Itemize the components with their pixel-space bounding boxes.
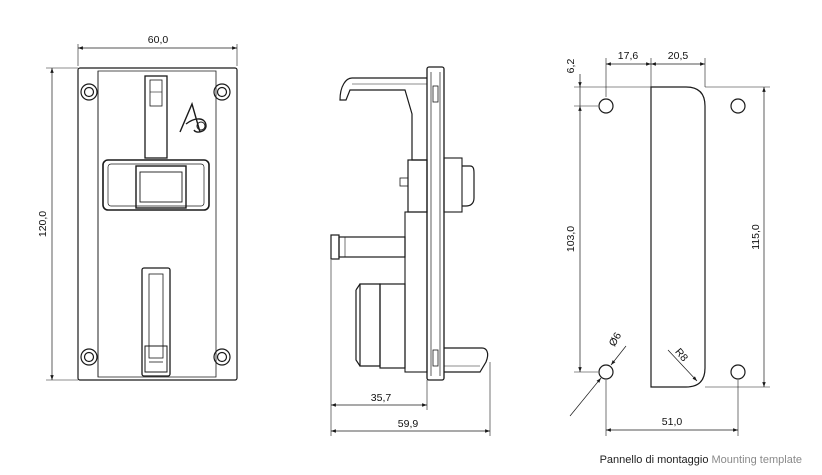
caption-english: Mounting template [711,454,803,466]
template-hole-diameter-label: Ø6 [607,330,624,348]
template-hole-icon [730,98,746,114]
front-height-label: 120,0 [37,211,49,237]
brand-logo-icon [179,101,207,133]
side-depth-label-1: 35,7 [371,392,392,404]
coin-return-button [102,159,210,211]
template-bottom-width-label: 51,0 [662,416,683,428]
template-cutout [650,86,706,388]
template-offset-label: 6,2 [565,59,577,74]
coin-slot-top [144,75,168,159]
front-plate [77,67,238,381]
front-view [46,44,238,381]
template-radius-label: R8 [672,346,690,364]
caption: Pannello di montaggio Mounting template [600,454,802,466]
template-cutout-width-label: 20,5 [668,50,689,62]
coin-return-tray [444,347,489,373]
mounting-hole-icon [213,83,231,101]
coin-return-slot [141,267,171,377]
template-hole-icon [730,364,746,380]
caption-italian: Pannello di montaggio [599,454,709,466]
coin-entry-hook [339,77,427,161]
template-hole-spacing-label: 103,0 [565,226,577,252]
template-hole-icon [598,98,614,114]
mounting-hole-icon [80,83,98,101]
mounting-hole-icon [80,348,98,366]
mounting-hole-icon [213,348,231,366]
template-hole-icon [598,364,614,380]
front-width-label: 60,0 [148,34,169,46]
side-button [443,157,475,213]
side-flange [426,66,445,381]
template-gap-label: 17,6 [618,50,639,62]
rear-connector [330,234,406,260]
side-view [330,66,491,436]
template-view [569,58,770,436]
rear-lower-block [355,283,406,369]
template-total-height-label: 115,0 [750,224,762,250]
side-depth-label-2: 59,9 [398,418,419,430]
